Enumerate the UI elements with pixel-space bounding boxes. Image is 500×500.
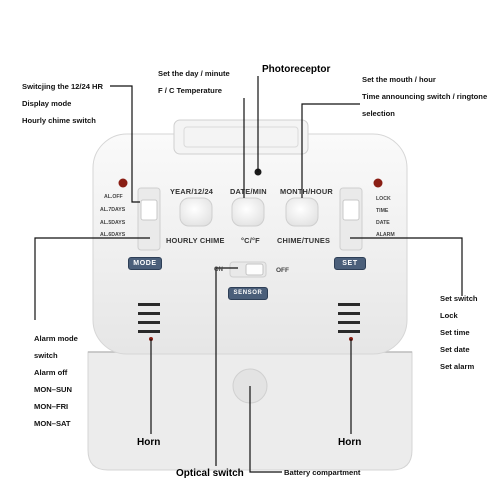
horn-grille-right bbox=[338, 303, 360, 333]
annotation-line: Set the mouth / hour bbox=[362, 75, 436, 84]
mode-slider-knob bbox=[140, 199, 158, 221]
annotation-optical-switch: Optical switch bbox=[176, 468, 244, 479]
annotation-line: F / C Temperature bbox=[158, 86, 222, 95]
stand-bracket bbox=[173, 119, 309, 155]
annotation-horn-left: Horn bbox=[137, 437, 161, 448]
pos-al-5days: AL.5DAYS bbox=[100, 220, 126, 226]
annotation-line: MON–FRI bbox=[34, 402, 69, 411]
label-hourly-chime: HOURLY CHIME bbox=[166, 236, 225, 245]
annotation-line: Lock bbox=[440, 311, 458, 320]
annotation-line: Switcjing the 12/24 HR bbox=[22, 82, 104, 91]
annotation-line: Hourly chime switch bbox=[22, 116, 96, 125]
pos-lock: LOCK bbox=[376, 196, 391, 202]
indicator-dot-left bbox=[118, 178, 128, 188]
pos-alarm: ALARM bbox=[376, 232, 395, 238]
annotation-line: Alarm off bbox=[34, 368, 68, 377]
indicator-dot-right bbox=[373, 178, 383, 188]
annotation-line: MON–SAT bbox=[34, 419, 71, 428]
annotation-photoreceptor: Photoreceptor bbox=[262, 64, 331, 75]
annotation-line: selection bbox=[362, 109, 395, 118]
annotation-battery: Battery compartment bbox=[284, 468, 361, 477]
year-button bbox=[179, 197, 213, 227]
sensor-slider-knob bbox=[245, 263, 264, 276]
set-badge: SET bbox=[334, 257, 366, 270]
set-slider-knob bbox=[342, 199, 360, 221]
pos-al-7days: AL.7DAYS bbox=[100, 207, 126, 213]
sensor-badge: SENSOR bbox=[228, 287, 268, 300]
pos-time: TIME bbox=[376, 208, 389, 214]
annotation-line: Set time bbox=[440, 328, 470, 337]
annotation-line: Time announcing switch / ringtone bbox=[362, 92, 488, 101]
horn-grille-left bbox=[138, 303, 160, 333]
month-button bbox=[285, 197, 319, 227]
label-month: MONTH/HOUR bbox=[280, 187, 333, 196]
sensor-off: OFF bbox=[276, 267, 289, 274]
pos-al-off: AL.OFF bbox=[104, 194, 123, 200]
annotation-horn-right: Horn bbox=[338, 437, 362, 448]
mode-badge: MODE bbox=[128, 257, 162, 270]
label-year: YEAR/12/24 bbox=[170, 187, 214, 196]
pos-date: DATE bbox=[376, 220, 390, 226]
annotation-line: switch bbox=[34, 351, 58, 360]
annotation-line: Set alarm bbox=[440, 362, 475, 371]
annotation-line: MON–SUN bbox=[34, 385, 72, 394]
label-temperature: °C/°F bbox=[241, 236, 260, 245]
sensor-on: ON bbox=[214, 267, 223, 273]
label-date: DATE/MIN bbox=[230, 187, 267, 196]
pos-al-6days: AL.6DAYS bbox=[100, 232, 126, 238]
annotation-line: Set switch bbox=[440, 294, 478, 303]
annotation-line: Display mode bbox=[22, 99, 72, 108]
annotation-line: Alarm mode bbox=[34, 334, 78, 343]
label-chime-tunes: CHIME/TUNES bbox=[277, 236, 331, 245]
date-button bbox=[231, 197, 265, 227]
annotation-line: Set date bbox=[440, 345, 470, 354]
annotation-line: Set the day / minute bbox=[158, 69, 230, 78]
